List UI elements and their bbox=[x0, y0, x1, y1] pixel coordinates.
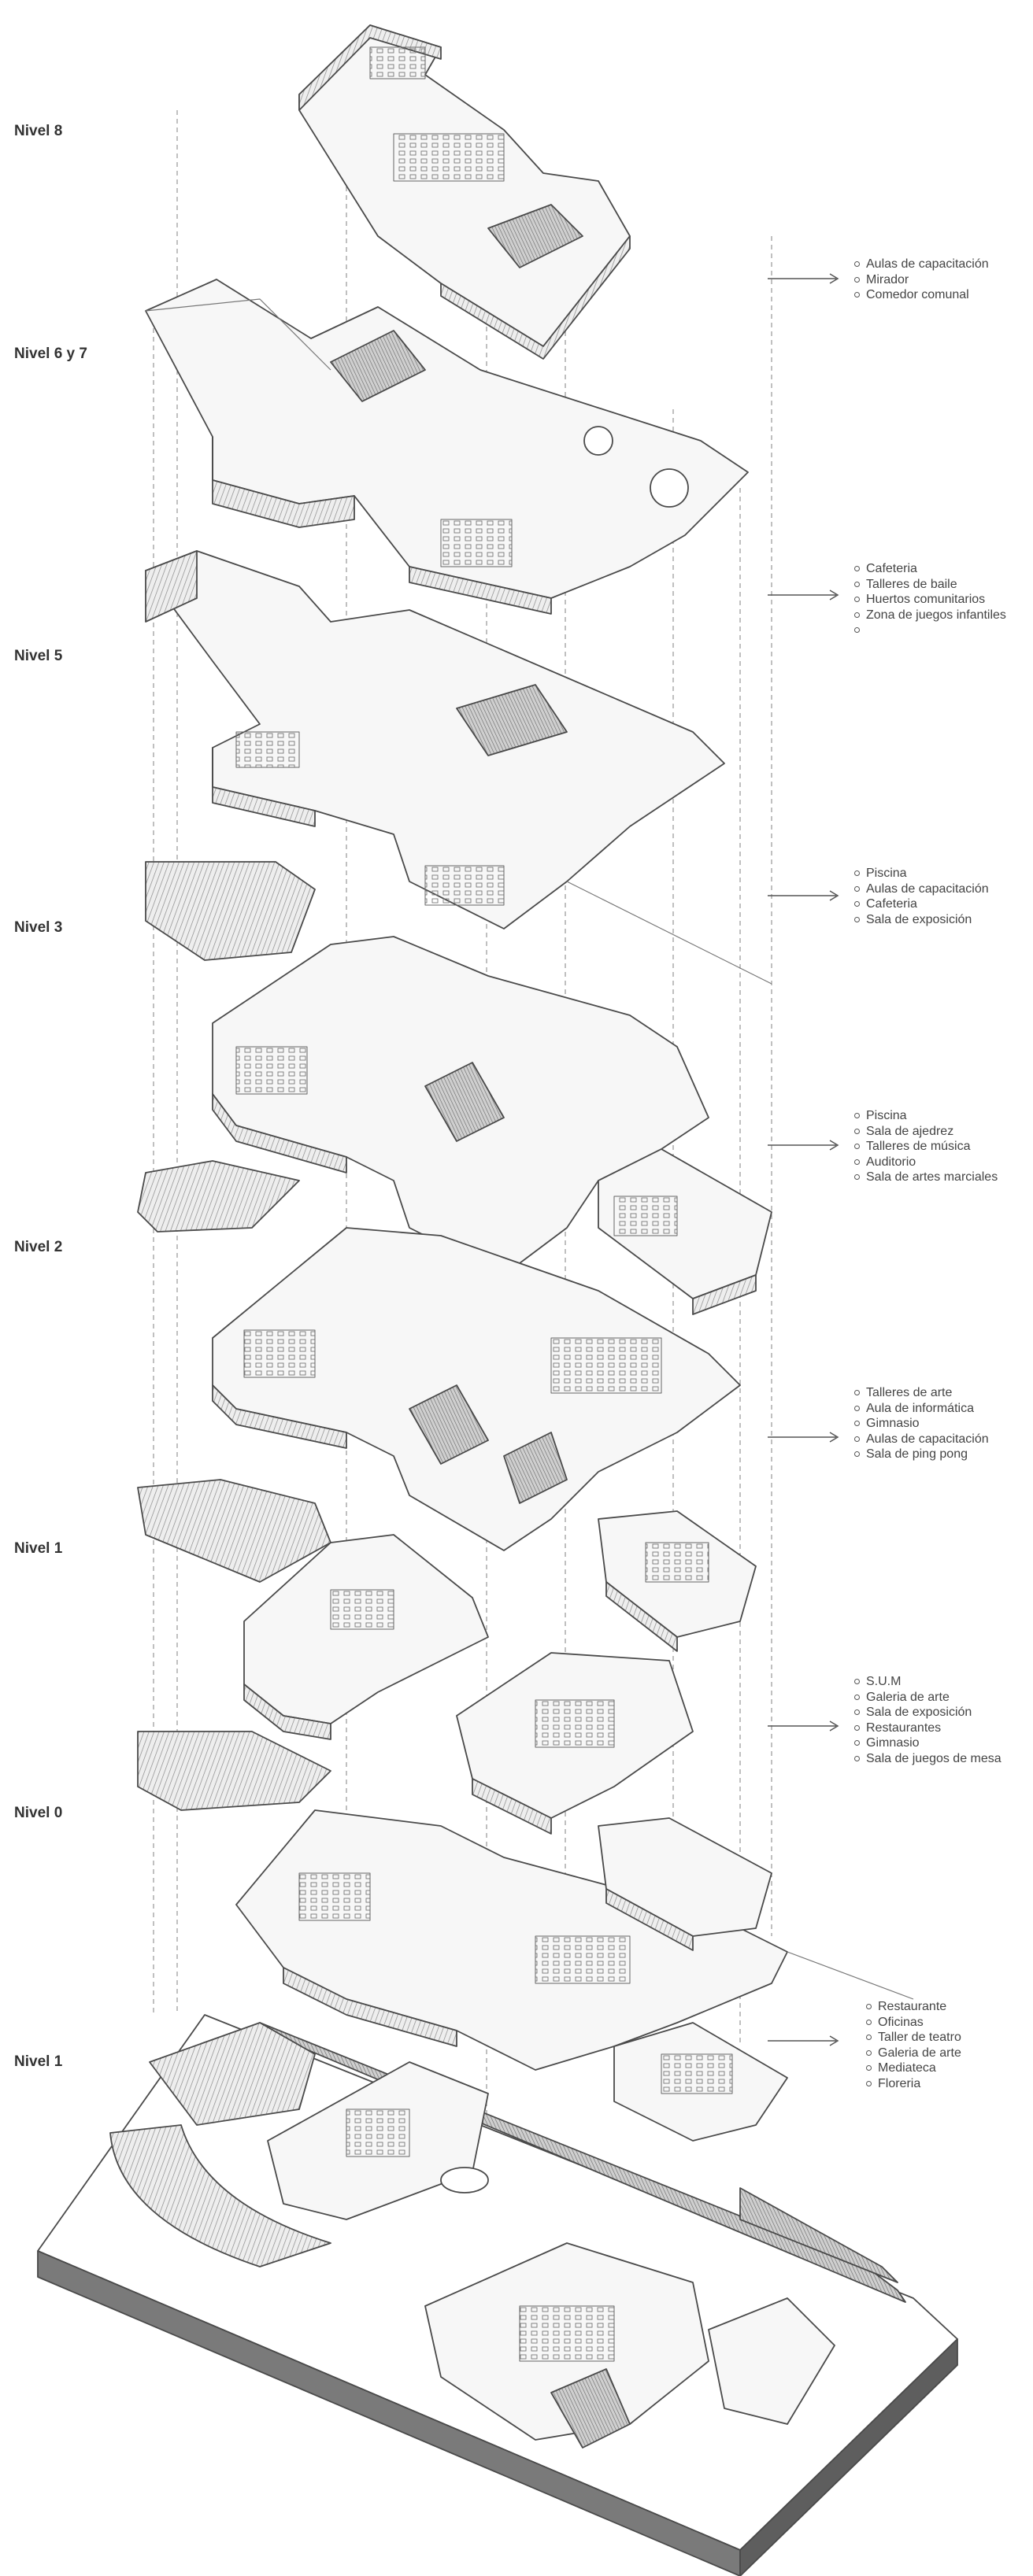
list-item: Mirador bbox=[854, 272, 989, 288]
list-item: Aulas de capacitación bbox=[854, 1432, 989, 1447]
list-item: Floreria bbox=[866, 2076, 961, 2092]
slab-level-2 bbox=[137, 1160, 741, 1551]
level-label-1-upper: Nivel 1 bbox=[14, 1540, 63, 1557]
list-item: Aula de informática bbox=[854, 1401, 989, 1417]
list-item: Zona de juegos infantiles bbox=[854, 608, 1006, 623]
list-item: Sala de exposición bbox=[854, 1705, 1002, 1720]
list-item: S.U.M bbox=[854, 1674, 1002, 1690]
list-item: Galeria de arte bbox=[866, 2046, 961, 2061]
list-item: Comedor comunal bbox=[854, 287, 989, 303]
list-item: Cafeteria bbox=[854, 561, 1006, 577]
slab-level-5 bbox=[145, 550, 772, 985]
list-item: Sala de juegos de mesa bbox=[854, 1751, 1002, 1767]
slab-level-6-7 bbox=[145, 279, 749, 615]
list-item: Talleres de baile bbox=[854, 577, 1006, 593]
level-label-3: Nivel 3 bbox=[14, 919, 63, 936]
program-list-level-3: Piscina Sala de ajedrez Talleres de músi… bbox=[854, 1108, 998, 1185]
list-item: Auditorio bbox=[854, 1155, 998, 1170]
list-item: Sala de exposición bbox=[854, 912, 989, 928]
list-item: Oficinas bbox=[866, 2015, 961, 2031]
level-label-2: Nivel 2 bbox=[14, 1239, 63, 1255]
level-label-0: Nivel 0 bbox=[14, 1805, 63, 1821]
list-item: Restaurantes bbox=[854, 1720, 1002, 1736]
slab-level-0 bbox=[137, 1731, 914, 2142]
list-item: Sala de ajedrez bbox=[854, 1124, 998, 1140]
program-list-level-6-7: Cafeteria Talleres de baile Huertos comu… bbox=[854, 561, 1006, 638]
list-item: Restaurante bbox=[866, 1999, 961, 2015]
list-item: Taller de teatro bbox=[866, 2030, 961, 2046]
slab-level-1-upper bbox=[137, 1479, 757, 1835]
list-item bbox=[854, 623, 1006, 638]
level-label-5: Nivel 5 bbox=[14, 648, 63, 664]
level-label-1-ground: Nivel 1 bbox=[14, 2053, 63, 2070]
list-item: Talleres de música bbox=[854, 1139, 998, 1155]
program-list-level-2: Talleres de arte Aula de informática Gim… bbox=[854, 1385, 989, 1462]
level-label-8: Nivel 8 bbox=[14, 123, 63, 139]
list-item: Piscina bbox=[854, 1108, 998, 1124]
level-label-6-7: Nivel 6 y 7 bbox=[14, 346, 87, 362]
list-item: Sala de artes marciales bbox=[854, 1170, 998, 1185]
list-item: Aulas de capacitación bbox=[854, 881, 989, 897]
leader-arrows bbox=[768, 273, 839, 2046]
list-item: Aulas de capacitación bbox=[854, 257, 989, 272]
slab-level-8 bbox=[298, 24, 631, 360]
list-item: Cafeteria bbox=[854, 896, 989, 912]
slab-level-3 bbox=[145, 861, 772, 1315]
program-list-level-1-upper: S.U.M Galeria de arte Sala de exposición… bbox=[854, 1674, 1002, 1766]
list-item: Galeria de arte bbox=[854, 1690, 1002, 1706]
program-list-level-5: Piscina Aulas de capacitación Cafeteria … bbox=[854, 866, 989, 927]
list-item: Talleres de arte bbox=[854, 1385, 989, 1401]
list-item: Mediateca bbox=[866, 2060, 961, 2076]
list-item: Sala de ping pong bbox=[854, 1447, 989, 1462]
program-list-level-0: Restaurante Oficinas Taller de teatro Ga… bbox=[866, 1999, 961, 2091]
list-item: Piscina bbox=[854, 866, 989, 881]
program-list-level-8: Aulas de capacitación Mirador Comedor co… bbox=[854, 257, 989, 303]
list-item: Gimnasio bbox=[854, 1735, 1002, 1751]
ground-level-base bbox=[37, 2014, 958, 2576]
list-item: Huertos comunitarios bbox=[854, 592, 1006, 608]
list-item: Gimnasio bbox=[854, 1416, 989, 1432]
